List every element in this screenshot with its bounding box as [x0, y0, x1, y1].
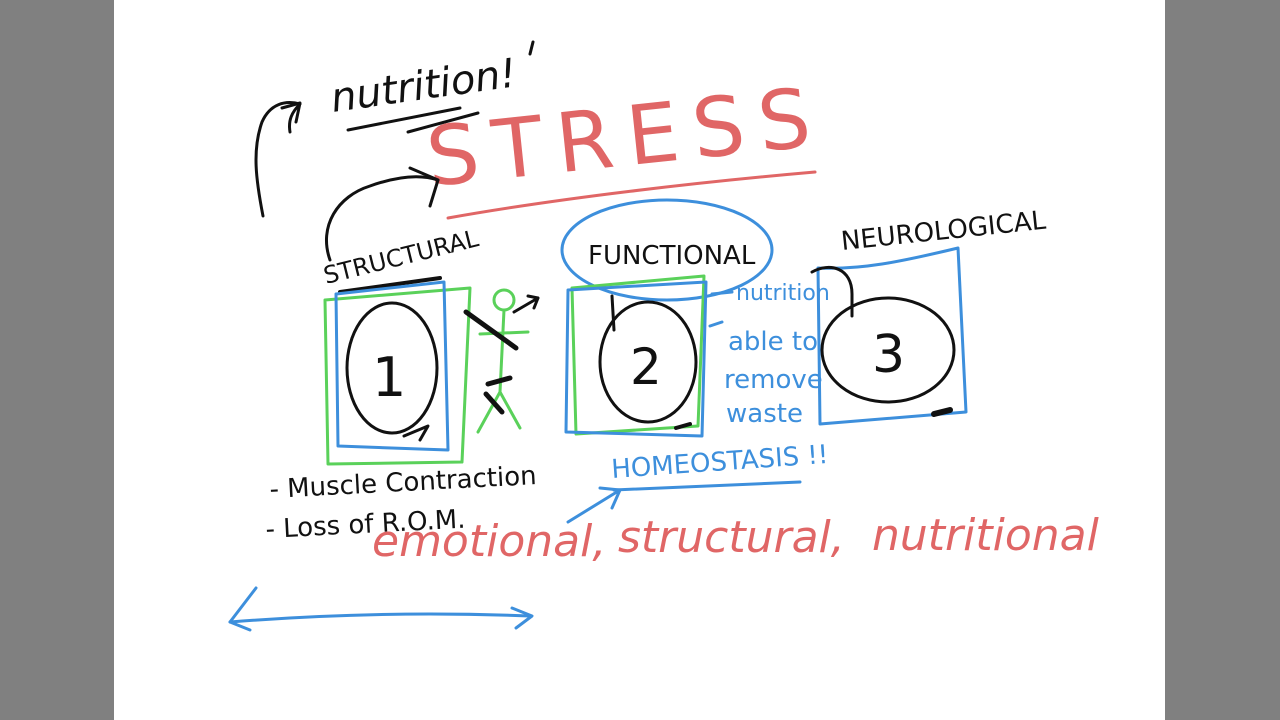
side-nutrition: nutrition	[736, 281, 830, 306]
side-able-to: able to	[728, 327, 818, 357]
box2-green	[570, 274, 706, 436]
up-arrow-stroke	[254, 101, 302, 218]
right-letterbox	[1165, 0, 1280, 720]
nutrition-dash	[710, 290, 734, 296]
nutrition-underline-1	[346, 106, 462, 132]
nutrition-underline-2	[406, 111, 480, 134]
homeostasis-arrow	[566, 486, 622, 524]
curved-arrow-stroke	[325, 175, 440, 262]
box3-mark	[931, 407, 953, 417]
stick-figure-muscle-scribble	[463, 309, 519, 415]
circle-3-number: 3	[872, 325, 905, 385]
circle-1-number: 1	[372, 346, 406, 409]
circle-2	[598, 300, 698, 424]
side-remove: remove	[724, 365, 823, 395]
circle-3	[820, 296, 956, 404]
stick-figure-arrow	[512, 294, 540, 314]
able-dash	[708, 320, 724, 328]
stress-underline	[446, 170, 817, 220]
double-arrow-left-head	[228, 586, 258, 632]
left-letterbox	[0, 0, 114, 720]
homeostasis-underline	[612, 480, 802, 492]
box3-connector	[810, 265, 854, 318]
double-arrow-line	[228, 612, 532, 624]
double-arrow-right-head	[510, 606, 534, 630]
structural-label: STRUCTURAL	[321, 224, 482, 290]
neurological-label: NEUROLOGICAL	[840, 206, 1048, 257]
stick-figure-head	[492, 288, 516, 312]
functional-oval	[560, 198, 774, 302]
stick-figure-body	[476, 308, 530, 434]
note-muscle-contraction: - Muscle Contraction	[269, 461, 538, 505]
red-structural: structural,	[618, 512, 845, 563]
circle-2-number: 2	[630, 338, 662, 396]
red-nutritional: nutritional	[872, 510, 1100, 561]
side-waste: waste	[726, 399, 803, 429]
box1-scribble	[402, 424, 430, 442]
box2-scribble	[674, 422, 692, 430]
exclaim-tick	[528, 40, 535, 56]
box1-blue	[334, 280, 450, 452]
box1-green	[323, 286, 472, 466]
circle-1	[345, 301, 439, 435]
box2-blue	[564, 280, 708, 438]
homeostasis-label: HOMEOSTASIS !!	[610, 440, 829, 485]
red-emotional: emotional,	[372, 516, 606, 567]
functional-label: FUNCTIONAL	[588, 241, 756, 271]
curved-arrow-head	[408, 166, 440, 208]
up-arrow-tip	[280, 101, 302, 124]
structural-underline-black	[338, 276, 442, 294]
box2-tail	[610, 294, 616, 332]
